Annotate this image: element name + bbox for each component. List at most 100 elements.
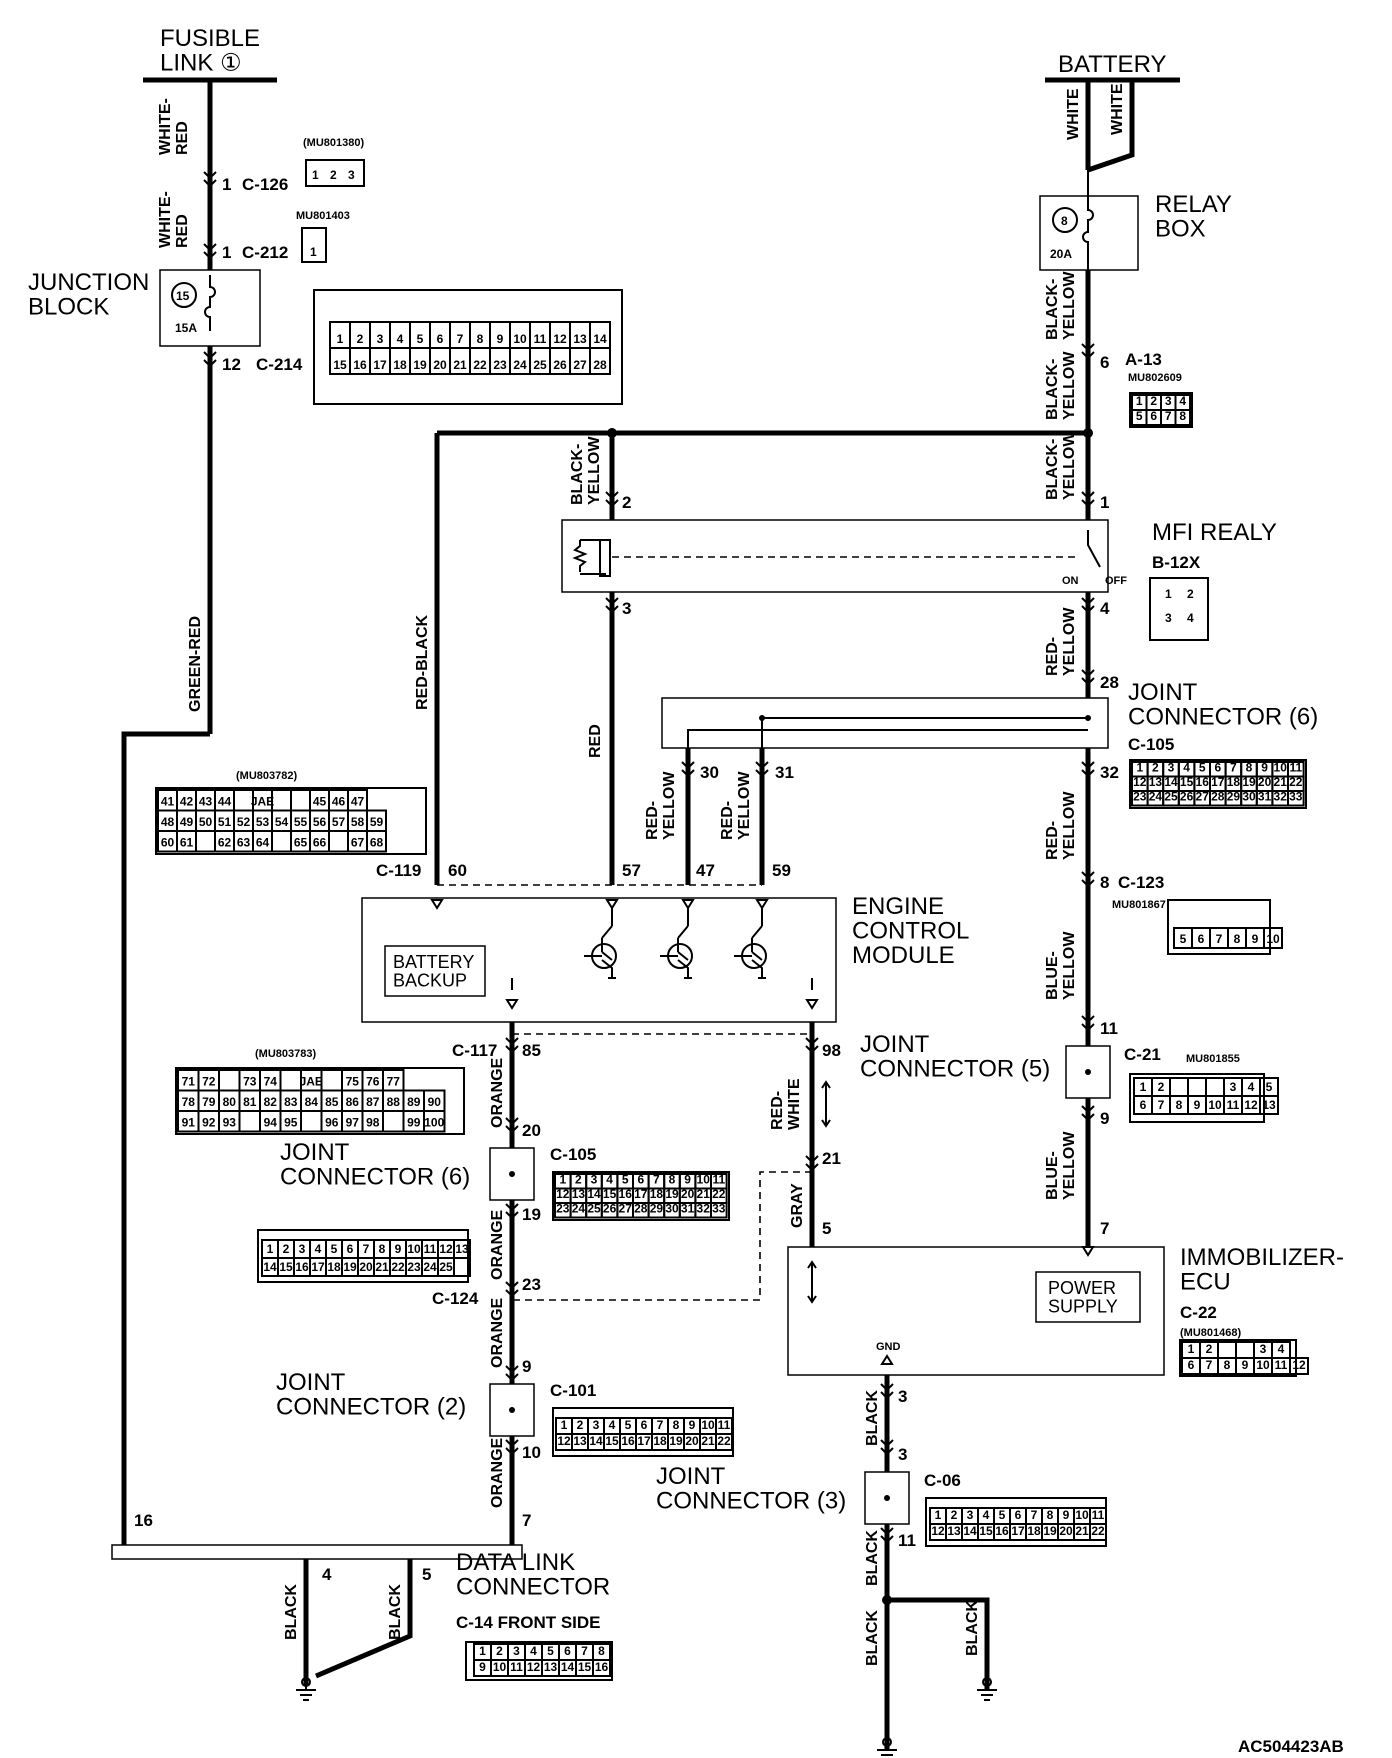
connector-pin-number: 7 <box>1216 932 1223 946</box>
connector-pin-number: 1 <box>1188 1342 1195 1356</box>
connector-pin-number: 12 <box>1292 1358 1306 1372</box>
connector-pin-number: 33 <box>1289 790 1303 804</box>
pin-7: 7 <box>522 1511 531 1530</box>
pin-1-c212: 1 <box>222 243 231 262</box>
connector-pin-number: 7 <box>581 1644 588 1658</box>
connector-pin-number: 95 <box>284 1116 298 1130</box>
connector-pin-number: 45 <box>313 795 327 809</box>
pin-28: 28 <box>1100 673 1119 692</box>
connector-pin-number: 19 <box>1242 775 1256 789</box>
connector-pin-number: 6 <box>637 1173 644 1187</box>
connector-pin-number: 7 <box>1165 409 1172 423</box>
connector-pin-number: 8 <box>673 1418 680 1432</box>
connector-pin-number: 9 <box>1261 761 1268 775</box>
connector-pin-number: 4 <box>983 1508 990 1522</box>
svg-text:2: 2 <box>330 168 337 182</box>
connector-pin-number: 79 <box>202 1095 216 1109</box>
connector-junction-mark <box>1081 1105 1095 1122</box>
connector-pin-number: 33 <box>712 1202 726 1216</box>
connector-pin-number: 98 <box>366 1116 380 1130</box>
connector-pin-number: 6 <box>1188 1358 1195 1372</box>
connector-pin-number: 1 <box>561 1418 568 1432</box>
connector-pin-number: 18 <box>650 1187 664 1201</box>
connector-pin-number: 6 <box>437 332 444 346</box>
connector-pin-number: 76 <box>366 1075 380 1089</box>
connector-pin-number: 9 <box>497 332 504 346</box>
connector-junction-mark <box>805 1037 819 1054</box>
connector-pin-number: 28 <box>593 358 607 372</box>
connector-pin-number: 20 <box>685 1434 699 1448</box>
connector-pin-number: 11 <box>1227 1098 1240 1112</box>
connector-pin-number: 77 <box>387 1075 401 1089</box>
connector-pin-number: 100 <box>424 1116 444 1130</box>
connector-pin-number: 14 <box>1164 775 1178 789</box>
pin-2-relay: 2 <box>622 493 631 512</box>
connector-pin-number: 23 <box>1133 790 1147 804</box>
connector-pin-number: 13 <box>455 1242 469 1256</box>
connector-pin-number: 22 <box>1091 1524 1105 1538</box>
connector-pin-number: 20 <box>1059 1524 1073 1538</box>
connector-junction-mark <box>880 1439 894 1456</box>
connector-pin-number: 24 <box>423 1260 437 1274</box>
pin-5: 5 <box>822 1219 831 1238</box>
connector-pin-number: 9 <box>1194 1098 1201 1112</box>
connector-pin-number: 4 <box>1183 761 1190 775</box>
connector-pin-number: 15 <box>279 1260 293 1274</box>
connector-pin-number: 17 <box>373 358 387 372</box>
connector-pin-number: 8 <box>669 1173 676 1187</box>
connector-pin-number: 9 <box>1242 1358 1249 1372</box>
part-mu803783: (MU803783) <box>255 1048 316 1060</box>
connector-pin-number: 20 <box>433 358 447 372</box>
wire-red-white: RED-WHITE <box>769 1078 803 1130</box>
wire-black-yellow-3: BLACK-YELLOW <box>1044 431 1078 500</box>
connector-pin-number: 10 <box>1075 1508 1089 1522</box>
connector-pin-number: 8 <box>1047 1508 1054 1522</box>
connector-pin-number: 19 <box>413 358 427 372</box>
connector-pin-number: 18 <box>1027 1524 1041 1538</box>
wire-red-black: RED-BLACK <box>414 614 431 710</box>
ecm-input-mark <box>681 899 695 910</box>
figure-id: AC504423AB <box>1238 1737 1344 1756</box>
connector-pin-number: 6 <box>1140 1098 1147 1112</box>
connector-pin-number: 21 <box>701 1434 715 1448</box>
wire-black-yellow-4: BLACK-YELLOW <box>569 436 603 505</box>
connector-pin-number: 22 <box>717 1434 731 1448</box>
connector-c117: C-117 <box>452 1041 497 1060</box>
connector-pin-number: 21 <box>697 1187 711 1201</box>
connector-pin-number: 16 <box>1196 775 1210 789</box>
connector-pin-cell <box>1205 1077 1225 1097</box>
connector-pin-number: 3 <box>299 1242 306 1256</box>
battery-backup-box <box>384 945 486 997</box>
connector-c214: C-214 <box>256 355 303 374</box>
connector-pin-number: 10 <box>1274 761 1288 775</box>
connector-pin-number: 20 <box>681 1187 695 1201</box>
connector-pin-number: 13 <box>1149 775 1163 789</box>
connector-pin-number: 3 <box>591 1173 598 1187</box>
connector-pin-number: 6 <box>1015 1508 1022 1522</box>
connector-pin-number: 5 <box>547 1644 554 1658</box>
pin-1-c126: 1 <box>222 175 231 194</box>
connector-pin-number: 12 <box>557 1434 571 1448</box>
wire-orange-4: ORANGE <box>489 1437 506 1508</box>
connector-pin-cell <box>300 1110 323 1133</box>
connector-pin-number: 82 <box>264 1095 278 1109</box>
connector-pin-number: JAE <box>251 795 274 809</box>
connector-pin-number: 1 <box>337 332 344 346</box>
connector-pin-cell <box>423 1110 446 1133</box>
pin-20: 20 <box>522 1121 541 1140</box>
connector-pin-number: 21 <box>453 358 467 372</box>
connector-junction-mark <box>1081 871 1095 888</box>
connector-pin-number: 1 <box>1140 1080 1147 1094</box>
connector-pin-number: 28 <box>634 1202 648 1216</box>
connector-pin-number: 13 <box>572 1187 586 1201</box>
pin-11-b: 11 <box>898 1531 916 1550</box>
connector-junction-mark <box>1081 669 1095 686</box>
connector-pin-number: 99 <box>407 1116 421 1130</box>
connector-junction-mark <box>805 1155 819 1172</box>
pin-8-c123: 8 <box>1100 873 1109 892</box>
connector-pin-number: 3 <box>1168 761 1175 775</box>
connector-pin-number: 92 <box>202 1116 216 1130</box>
